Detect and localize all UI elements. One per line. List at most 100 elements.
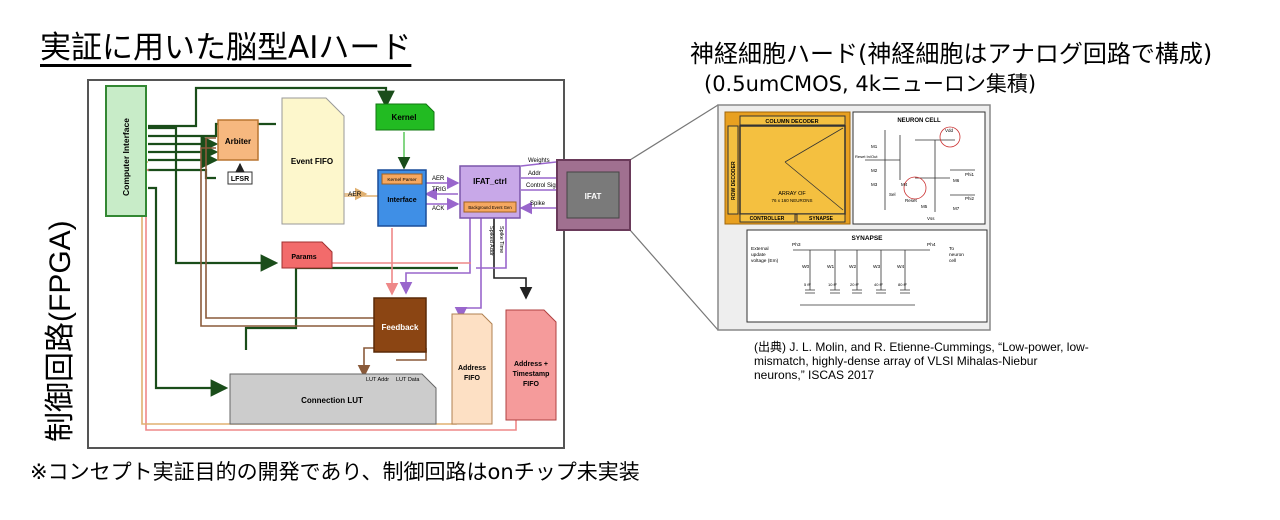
m6-label: M6 [953, 178, 960, 183]
arbiter-label: Arbiter [225, 137, 251, 146]
w0-label: W0 [802, 264, 810, 270]
to-neuron-label-1: To [949, 246, 954, 252]
vertical-label-text: 制御回路(FPGA) [44, 220, 77, 442]
ph3-label: Ph3 [792, 242, 801, 248]
column-decoder-label: COLUMN DECODER [765, 119, 818, 125]
address-timestamp-fifo-label-2: Timestamp [513, 371, 550, 378]
neuron-hardware-title: 神経細胞ハード(神経細胞はアナログ回路で構成) [690, 40, 1213, 68]
event-fifo-block [281, 97, 345, 225]
ifat-chip [566, 171, 620, 219]
external-label-2: update [751, 252, 766, 258]
vertical-label-svg: 制御回路(FPGA) [44, 220, 77, 442]
m4-label: M4 [901, 182, 908, 187]
to-neuron-label-2: neuron [949, 252, 964, 258]
w2-label: W2 [849, 264, 857, 270]
external-label-1: External [751, 246, 769, 252]
row-decoder-label: ROW DECODER [731, 161, 737, 200]
params-block [281, 241, 333, 269]
spike-time-signal: Spike Time [498, 226, 504, 253]
neuron-hardware-figure: IFAT COLUMN DECODER ROW DECODER CONTROLL… [556, 104, 991, 331]
to-neuron-label-3: cell [949, 258, 956, 264]
controller-block [739, 213, 796, 223]
c0-label: 5 fF [804, 282, 811, 287]
phi2-label: Phi2 [965, 196, 975, 201]
m2-label: M2 [871, 168, 878, 173]
spike-signal: Spike [530, 201, 546, 207]
trig-signal: TRIG [432, 187, 447, 193]
address-fifo-label-1: Address [458, 365, 486, 372]
arbiter-block [217, 119, 259, 161]
sel-label: Sel [889, 192, 896, 197]
address-timestamp-fifo-block [505, 309, 557, 421]
c1-label: 10 fF [828, 282, 838, 287]
m3-label: M3 [871, 182, 878, 187]
address-fifo-block [451, 313, 493, 425]
m1-label: M1 [871, 144, 878, 149]
citation-line-2: mismatch, highly-dense array of VLSI Mih… [754, 354, 1038, 368]
interface-label: Interface [387, 197, 416, 204]
citation: (出典) J. L. Molin, and R. Etienne-Cumming… [754, 340, 1174, 382]
w4-label: W4 [897, 264, 905, 270]
background-event-gen-block [463, 201, 517, 213]
neuron-cell-title: NEURON CELL [897, 118, 941, 124]
feedback-block [373, 297, 427, 353]
neuron-hardware-subtitle: (0.5umCMOS, 4kニューロン集積) [704, 72, 1037, 96]
neuron-cell-schematic [852, 111, 986, 225]
ack-signal: ACK [432, 206, 444, 212]
row-decoder [727, 125, 739, 215]
address-timestamp-fifo-label-1: Address + [514, 361, 548, 368]
params-label: Params [291, 254, 316, 261]
spiked-addr-signal: Spiked Addr [488, 226, 494, 256]
weights-signal: Weights [528, 158, 550, 164]
citation-line-3: neurons,” ISCAS 2017 [754, 368, 875, 382]
kernel-parser-label: Kernel Parser [387, 177, 417, 183]
neuron-array [739, 125, 846, 215]
w3-label: W3 [873, 264, 881, 270]
reset-label: Reset [905, 198, 918, 203]
lut-data-signal: LUT Data [396, 377, 420, 383]
synapse-block [796, 213, 846, 223]
ph4-label: Ph4 [927, 242, 936, 248]
ifat-chip-label: IFAT [585, 192, 602, 201]
phi1-label: Phi1 [965, 172, 975, 177]
address-timestamp-fifo-label-3: FIFO [523, 381, 539, 388]
lut-addr-signal: LUT Addr [366, 377, 389, 383]
ifat-ctrl-label: IFAT_ctrl [473, 177, 507, 186]
connection-lut-block [229, 373, 437, 425]
vdd-label: Vdd [945, 128, 954, 133]
reset-in-out-label: Reset In/Out [855, 154, 878, 159]
synapse-block-label: SYNAPSE [809, 216, 834, 222]
address-fifo-label-2: FIFO [464, 375, 480, 382]
addr-signal: Addr [528, 171, 541, 177]
lfsr-label: LFSR [231, 176, 249, 183]
kernel-label: Kernel [392, 113, 417, 122]
background-event-gen-label: Background Event Gen [468, 205, 512, 210]
c4-label: 80 fF [898, 282, 908, 287]
aer-signal-left: AER [348, 191, 362, 198]
control-sigs-signal: Control Sigs [526, 183, 559, 189]
aer-signal: AER [432, 176, 445, 182]
fpga-block-diagram: Computer Interface Arbiter LFSR Event FI… [87, 79, 565, 449]
column-decoder [739, 115, 846, 126]
computer-interface-block [105, 85, 147, 217]
vss-label: Vss [927, 216, 935, 221]
external-label-3: voltage (Em) [751, 258, 779, 264]
c2-label: 20 fF [850, 282, 860, 287]
w1-label: W1 [827, 264, 835, 270]
controller-label: CONTROLLER [750, 216, 785, 222]
synapse-schematic [746, 229, 988, 323]
page-title: 実証に用いた脳型AIハード [40, 30, 412, 66]
array-label-2: 76 x 160 NEURONS [771, 198, 812, 203]
connection-lut-label: Connection LUT [301, 396, 363, 405]
array-label-1: ARRAY OF [778, 191, 806, 197]
m5-label: M5 [921, 204, 928, 209]
event-fifo-label: Event FIFO [291, 157, 333, 166]
m7-label: M7 [953, 206, 960, 211]
fpga-vertical-label: 制御回路(FPGA) [18, 120, 98, 450]
footnote: ※コンセプト実証目的の開発であり、制御回路はonチップ未実装 [30, 460, 640, 484]
feedback-label: Feedback [382, 323, 419, 332]
kernel-parser-block [381, 173, 423, 185]
synapse-title: SYNAPSE [851, 235, 883, 242]
kernel-block [375, 103, 435, 131]
computer-interface-label: Computer Interface [121, 118, 131, 196]
